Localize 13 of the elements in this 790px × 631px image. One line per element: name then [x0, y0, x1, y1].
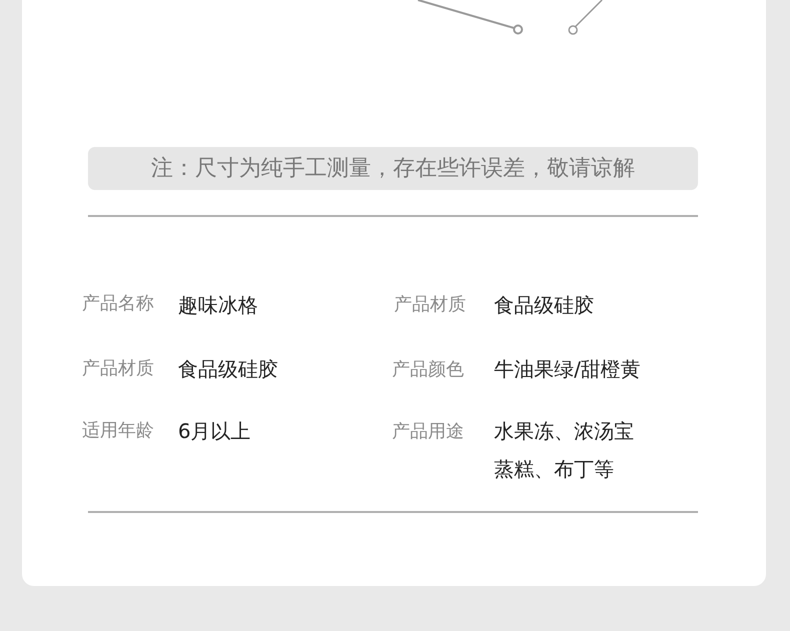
field-label: 产品用途 — [392, 420, 464, 444]
field-value: 6月以上 — [178, 418, 251, 445]
field-label: 产品材质 — [82, 357, 154, 381]
field-value: 食品级硅胶 — [494, 292, 594, 319]
field-value: 趣味冰格 — [178, 292, 258, 319]
field-value: 食品级硅胶 — [178, 356, 278, 383]
field-label: 产品名称 — [82, 292, 154, 316]
field-label: 产品材质 — [394, 293, 466, 317]
note-box: 注：尺寸为纯手工测量，存在些许误差，敬请谅解 — [88, 147, 698, 190]
field-value: 牛油果绿/甜橙黄 — [494, 356, 641, 383]
field-value: 水果冻、浓汤宝蒸糕、布丁等 — [494, 418, 635, 483]
field-label: 产品颜色 — [392, 358, 464, 382]
field-label: 适用年龄 — [82, 419, 154, 443]
